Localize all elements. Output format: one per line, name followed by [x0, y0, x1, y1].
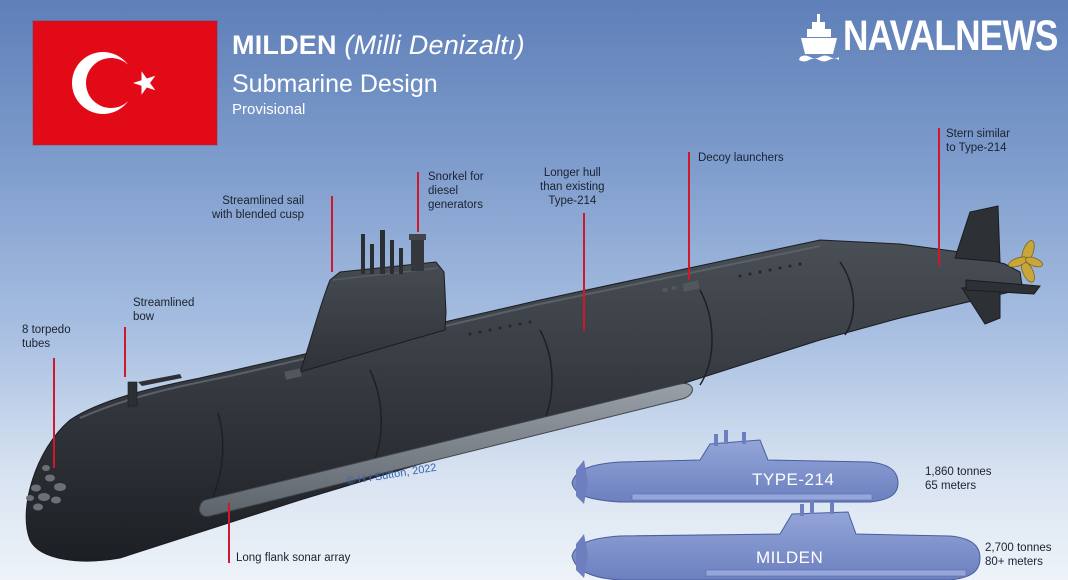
stern-fin [954, 205, 1001, 263]
navalnews-logo: NAVALNEWS [799, 12, 1058, 64]
callout-line: Streamlined sail [222, 195, 305, 207]
turkish-flag [33, 21, 217, 145]
sail [299, 261, 447, 373]
callout-line: diesel [428, 185, 459, 197]
callout-line: tubes [22, 338, 51, 350]
brand-name: NAVALNEWS [843, 12, 1058, 60]
title-italic: (Milli Denizaltı) [344, 30, 525, 60]
callout-line: with blended cusp [212, 209, 305, 221]
subtitle: Submarine Design [232, 70, 438, 98]
callout-sonar: Long flank sonar array [236, 551, 350, 565]
milden-label: MILDEN [756, 548, 824, 567]
type-214-stats: 1,860 tonnes 65 meters [925, 465, 992, 493]
callout-bow: Streamlined bow [133, 296, 194, 324]
pointer-snorkel [417, 172, 419, 232]
callout-line: bow [133, 311, 155, 323]
callout-line: to Type-214 [946, 142, 1007, 154]
callout-line: Streamlined [133, 297, 195, 309]
type-214-silhouette [571, 430, 899, 504]
page-title: MILDEN (Milli Denizaltı) [232, 30, 525, 61]
pointer-stern [938, 128, 940, 266]
milden-tonnage: 2,700 tonnes [985, 542, 1052, 554]
callout-decoy: Decoy launchers [698, 151, 784, 165]
callout-torpedo-tubes: 8 torpedo tubes [22, 323, 71, 351]
callout-line: Long flank sonar array [236, 552, 351, 564]
flank-sonar-array [199, 383, 693, 517]
callout-line: Snorkel for [428, 171, 484, 183]
milden-stats: 2,700 tonnes 80+ meters [985, 541, 1052, 569]
callout-line: 8 torpedo [22, 324, 71, 336]
type-214-label: TYPE-214 [752, 470, 835, 489]
ship-icon [799, 14, 839, 62]
title-bold: MILDEN [232, 30, 337, 60]
callout-line: Longer hull [543, 167, 601, 179]
pointer-sail [331, 196, 333, 272]
callout-line: generators [428, 199, 483, 211]
callout-line: Decoy launchers [698, 152, 784, 164]
pointer-bow [124, 327, 126, 377]
callout-line: Type-214 [548, 195, 597, 207]
type-214-tonnage: 1,860 tonnes [925, 466, 992, 478]
pointer-sonar [228, 503, 230, 563]
type-214-length: 65 meters [925, 480, 977, 492]
status-text: Provisional [232, 101, 306, 118]
callout-snorkel: Snorkel for diesel generators [428, 170, 484, 212]
crescent-star-icon [72, 52, 156, 114]
callout-hull: Longer hull than existing Type-214 [540, 166, 605, 208]
propeller-icon [1008, 240, 1043, 283]
callout-sail: Streamlined sail with blended cusp [212, 194, 304, 222]
hull [25, 239, 1023, 562]
callout-line: than existing [540, 181, 605, 193]
callout-stern: Stern similar to Type-214 [946, 127, 1010, 155]
pointer-decoy [688, 152, 690, 280]
pointer-torpedo [53, 358, 55, 468]
milden-length: 80+ meters [985, 556, 1043, 568]
main-submarine [25, 205, 1043, 562]
pointer-hull [583, 213, 585, 331]
milden-silhouette [571, 500, 981, 580]
torpedo-tubes [26, 465, 66, 511]
callout-line: Stern similar [946, 128, 1010, 140]
